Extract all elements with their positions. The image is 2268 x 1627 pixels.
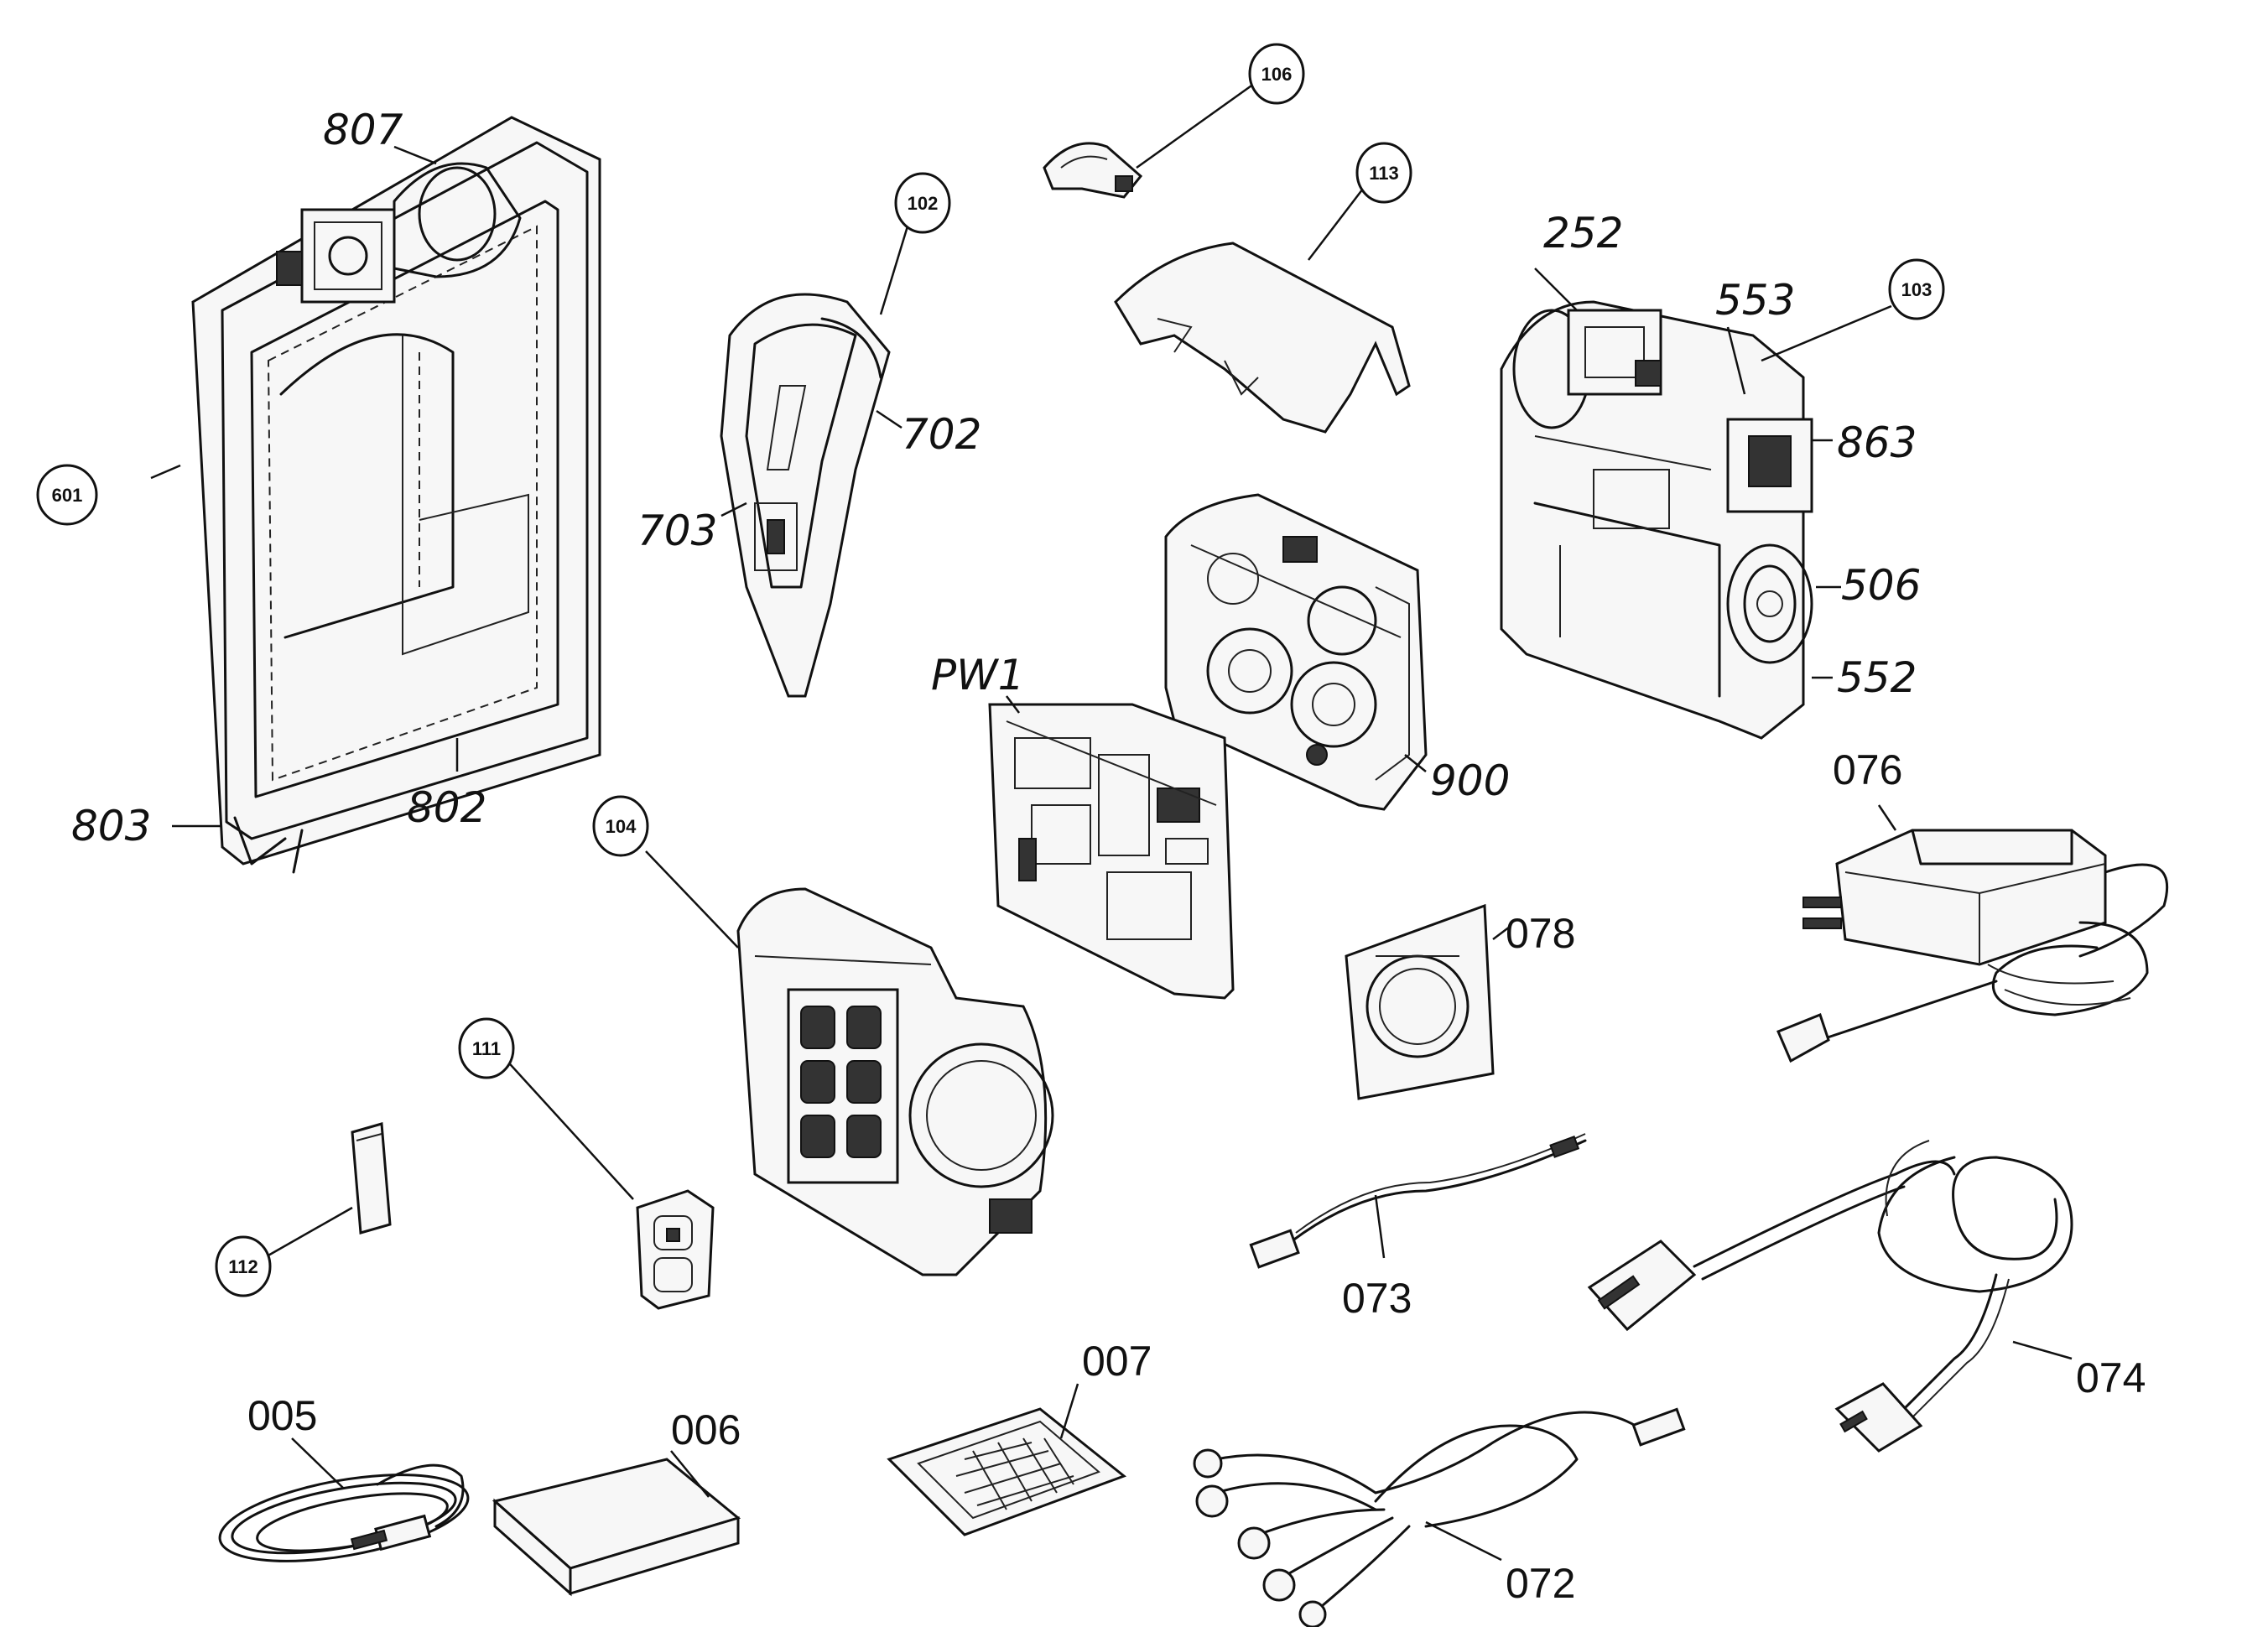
label-506: 506 (1841, 561, 1921, 610)
label-073: 073 (1342, 1275, 1412, 1322)
bubble-102: 102 (894, 172, 951, 234)
bubble-106: 106 (1248, 43, 1305, 105)
label-078: 078 (1506, 910, 1575, 957)
label-005: 005 (247, 1392, 317, 1439)
label-552: 552 (1837, 653, 1917, 702)
label-802: 802 (407, 783, 486, 832)
ac-adapter-076 (1776, 829, 2169, 1063)
lens-cover-078 (1345, 903, 1495, 1100)
svg-text:102: 102 (908, 193, 939, 214)
grip-pad-007 (887, 1407, 1127, 1536)
top-cover-113 (1114, 242, 1411, 434)
svg-text:111: 111 (472, 1038, 501, 1059)
label-803: 803 (71, 802, 151, 850)
battery-006 (492, 1458, 741, 1597)
label-007: 007 (1082, 1338, 1152, 1385)
svg-text:113: 113 (1369, 163, 1399, 184)
bracket-111 (636, 1189, 715, 1310)
main-chassis-103 (1500, 300, 1813, 740)
svg-text:601: 601 (52, 485, 83, 506)
clip-part-106 (1043, 142, 1143, 199)
svg-text:106: 106 (1261, 64, 1293, 85)
cable-073 (1249, 1133, 1587, 1269)
hinge-side-cover (720, 293, 891, 698)
av-cable-072 (1193, 1407, 1686, 1627)
lcd-panel-assembly (191, 116, 601, 874)
svg-text:112: 112 (228, 1256, 258, 1277)
label-076: 076 (1833, 746, 1902, 793)
bubble-601: 601 (36, 464, 98, 526)
label-pw1: PW1 (931, 651, 1024, 699)
label-072: 072 (1506, 1560, 1575, 1607)
label-863: 863 (1837, 418, 1917, 467)
power-cord-005 (218, 1463, 470, 1562)
bubble-113: 113 (1355, 142, 1412, 204)
frame-104 (736, 887, 1054, 1276)
plate-112 (351, 1122, 392, 1235)
label-703: 703 (637, 507, 717, 555)
svg-text:103: 103 (1901, 279, 1932, 300)
label-006: 006 (671, 1406, 741, 1453)
label-553: 553 (1715, 276, 1795, 325)
label-252: 252 (1543, 209, 1623, 257)
label-702: 702 (902, 410, 981, 459)
label-074: 074 (2076, 1354, 2146, 1401)
bubble-103: 103 (1888, 258, 1945, 320)
circuit-board-pw1 (988, 703, 1235, 1000)
tape-mechanism-900 (1164, 493, 1428, 811)
bubble-112: 112 (215, 1235, 272, 1297)
usb-cable-074 (1587, 1140, 2073, 1453)
label-900: 900 (1430, 756, 1510, 805)
bubble-104: 104 (592, 795, 649, 857)
bubble-111: 111 (458, 1017, 515, 1079)
svg-text:104: 104 (606, 816, 637, 837)
label-807: 807 (323, 106, 403, 154)
